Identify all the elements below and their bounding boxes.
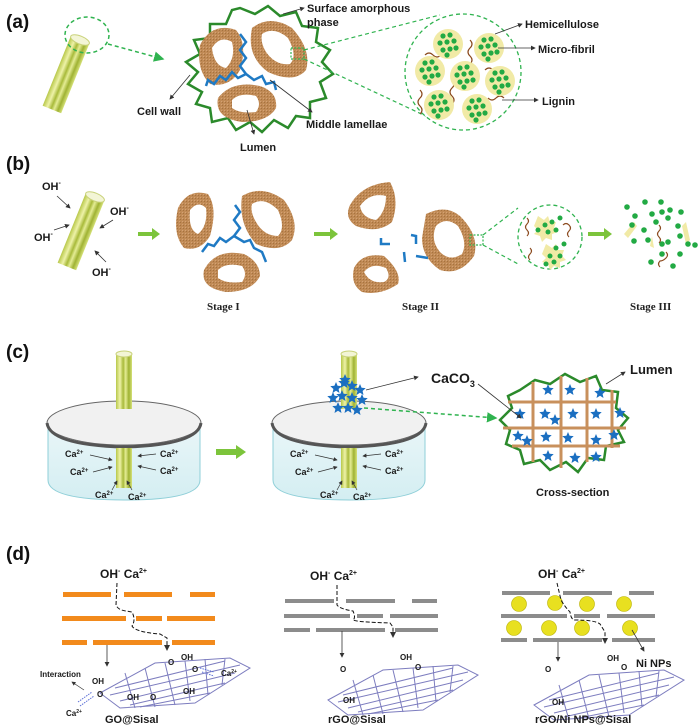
svg-text:Ca2+: Ca2+ bbox=[128, 492, 147, 502]
label-interaction: Interaction bbox=[40, 670, 81, 679]
svg-text:Ca2+: Ca2+ bbox=[295, 467, 314, 477]
svg-text:OH: OH bbox=[607, 654, 619, 663]
svg-text:OH- Ca2+: OH- Ca2+ bbox=[538, 567, 585, 581]
svg-text:OH: OH bbox=[127, 693, 139, 702]
svg-text:Ca2+: Ca2+ bbox=[160, 449, 179, 459]
svg-text:OH- Ca2+: OH- Ca2+ bbox=[310, 569, 357, 583]
caption-rgo-ni-sisal: rGO/Ni NPs@Sisal bbox=[535, 714, 631, 726]
svg-text:O: O bbox=[545, 665, 551, 674]
zoom-region bbox=[290, 47, 305, 60]
ni-nanoparticles bbox=[506, 595, 638, 636]
svg-text:OH-: OH- bbox=[42, 180, 62, 193]
rgo-ni-sisal: OH- Ca2+ Ni NPs O bbox=[501, 567, 685, 726]
sisal-fiber bbox=[42, 34, 90, 114]
svg-text:Ca2+: Ca2+ bbox=[221, 669, 237, 678]
rgo-sisal: OH- Ca2+ O OH OH O rGO@Sisal bbox=[284, 569, 479, 726]
label-hemicellulose: Hemicellulose bbox=[525, 19, 599, 31]
oh-ion-2: OH- bbox=[110, 205, 130, 218]
stage-3-structure bbox=[624, 199, 698, 269]
svg-text:OH: OH bbox=[552, 698, 564, 707]
stage-2-label: Stage II bbox=[402, 301, 439, 313]
panel-d-label: (d) bbox=[6, 544, 30, 565]
cell-wall-3 bbox=[217, 84, 277, 122]
label-cross-section: Cross-section bbox=[536, 487, 610, 499]
svg-text:Ca2+: Ca2+ bbox=[385, 466, 404, 476]
label-lignin: Lignin bbox=[542, 96, 575, 108]
svg-text:O: O bbox=[415, 663, 421, 672]
svg-text:Ca2+: Ca2+ bbox=[65, 449, 84, 459]
ca-ions-beaker-1: Ca2+ Ca2+ Ca2+ Ca2+ Ca2+ Ca2+ bbox=[65, 449, 179, 502]
panel-a: (a) Surface amorphous phase Cell wall Mi… bbox=[6, 3, 599, 154]
panel-b-label: (b) bbox=[6, 154, 30, 175]
svg-text:Ca2+: Ca2+ bbox=[290, 449, 309, 459]
ca-ions-beaker-2: Ca2+ Ca2+ Ca2+ Ca2+ Ca2+ Ca2+ bbox=[290, 449, 404, 502]
stage-1-label: Stage I bbox=[207, 301, 240, 313]
label-micro-fibril: Micro-fibril bbox=[538, 44, 595, 56]
svg-text:Ca2+: Ca2+ bbox=[95, 490, 114, 500]
svg-text:Ca2+: Ca2+ bbox=[66, 709, 82, 718]
fiber-upper bbox=[116, 354, 132, 409]
panel-b: (b) OH- OH- OH- OH- S bbox=[6, 154, 698, 313]
svg-text:OH: OH bbox=[183, 687, 195, 696]
zoom-circle bbox=[64, 16, 110, 54]
rgo-sheets bbox=[284, 599, 438, 632]
stage-3-label: Stage III bbox=[630, 301, 671, 313]
svg-text:OH: OH bbox=[343, 696, 355, 705]
go-sheets bbox=[62, 592, 215, 645]
svg-text:OH: OH bbox=[400, 653, 412, 662]
panel-c: (c) Ca2+ Ca2+ Ca2+ Ca2+ Ca2+ Ca2+ bbox=[6, 342, 673, 502]
process-arrow-1 bbox=[138, 228, 160, 240]
oh-ion-1: OH- bbox=[42, 180, 62, 193]
svg-text:O: O bbox=[168, 658, 174, 667]
svg-text:OH-: OH- bbox=[34, 231, 54, 244]
panel-a-label: (a) bbox=[6, 12, 29, 33]
svg-text:Ca2+: Ca2+ bbox=[385, 449, 404, 459]
label-lumen-c: Lumen bbox=[630, 362, 673, 377]
label-lumen: Lumen bbox=[240, 142, 276, 154]
go-sisal: OH- Ca2+ OH O OH O OH O OH O Ca2+ bbox=[40, 567, 251, 726]
label-middle-lamellae: Middle lamellae bbox=[306, 119, 387, 131]
svg-text:OH- Ca2+: OH- Ca2+ bbox=[100, 567, 147, 581]
zoom-arrow bbox=[107, 43, 165, 62]
svg-text:O: O bbox=[150, 693, 156, 702]
label-surface-phase-2: phase bbox=[307, 17, 339, 29]
label-ni-nps: Ni NPs bbox=[636, 658, 671, 670]
label-surface-phase-1: Surface amorphous bbox=[307, 3, 410, 15]
svg-text:O: O bbox=[192, 665, 198, 674]
oh-ion-4: OH- bbox=[92, 266, 112, 279]
microfibril-detail bbox=[404, 13, 522, 131]
svg-text:O: O bbox=[621, 663, 627, 672]
svg-text:OH: OH bbox=[92, 677, 104, 686]
svg-text:Ca2+: Ca2+ bbox=[160, 466, 179, 476]
process-arrow-c bbox=[216, 445, 246, 459]
oh-ion-3: OH- bbox=[34, 231, 54, 244]
panel-c-label: (c) bbox=[6, 342, 29, 363]
sisal-fiber-b bbox=[57, 191, 105, 271]
process-arrow-3 bbox=[588, 228, 612, 240]
svg-text:O: O bbox=[340, 665, 346, 674]
label-caco3: CaCO3 bbox=[431, 370, 475, 389]
svg-text:OH-: OH- bbox=[92, 266, 112, 279]
process-arrow-2 bbox=[314, 228, 338, 240]
svg-text:OH-: OH- bbox=[110, 205, 130, 218]
svg-text:O: O bbox=[97, 690, 103, 699]
rgo-ni-sheets bbox=[501, 591, 655, 642]
stage-2-structure bbox=[348, 182, 583, 293]
beaker-2 bbox=[270, 350, 428, 501]
panel-d: (d) OH- Ca2+ OH O OH O OH O OH O bbox=[6, 544, 685, 726]
svg-text:Ca2+: Ca2+ bbox=[320, 490, 339, 500]
fiber-submerged bbox=[116, 448, 132, 488]
svg-text:Ca2+: Ca2+ bbox=[353, 492, 372, 502]
svg-text:Ca2+: Ca2+ bbox=[70, 467, 89, 477]
cell-wall-2 bbox=[250, 21, 308, 78]
caption-go-sisal: GO@Sisal bbox=[105, 714, 159, 726]
caco3-cross-section bbox=[498, 372, 630, 474]
stage-1-structure bbox=[176, 190, 295, 292]
caption-rgo-sisal: rGO@Sisal bbox=[328, 714, 386, 726]
svg-text:OH: OH bbox=[181, 653, 193, 662]
beaker-1 bbox=[45, 350, 203, 501]
label-cell-wall: Cell wall bbox=[137, 106, 181, 118]
